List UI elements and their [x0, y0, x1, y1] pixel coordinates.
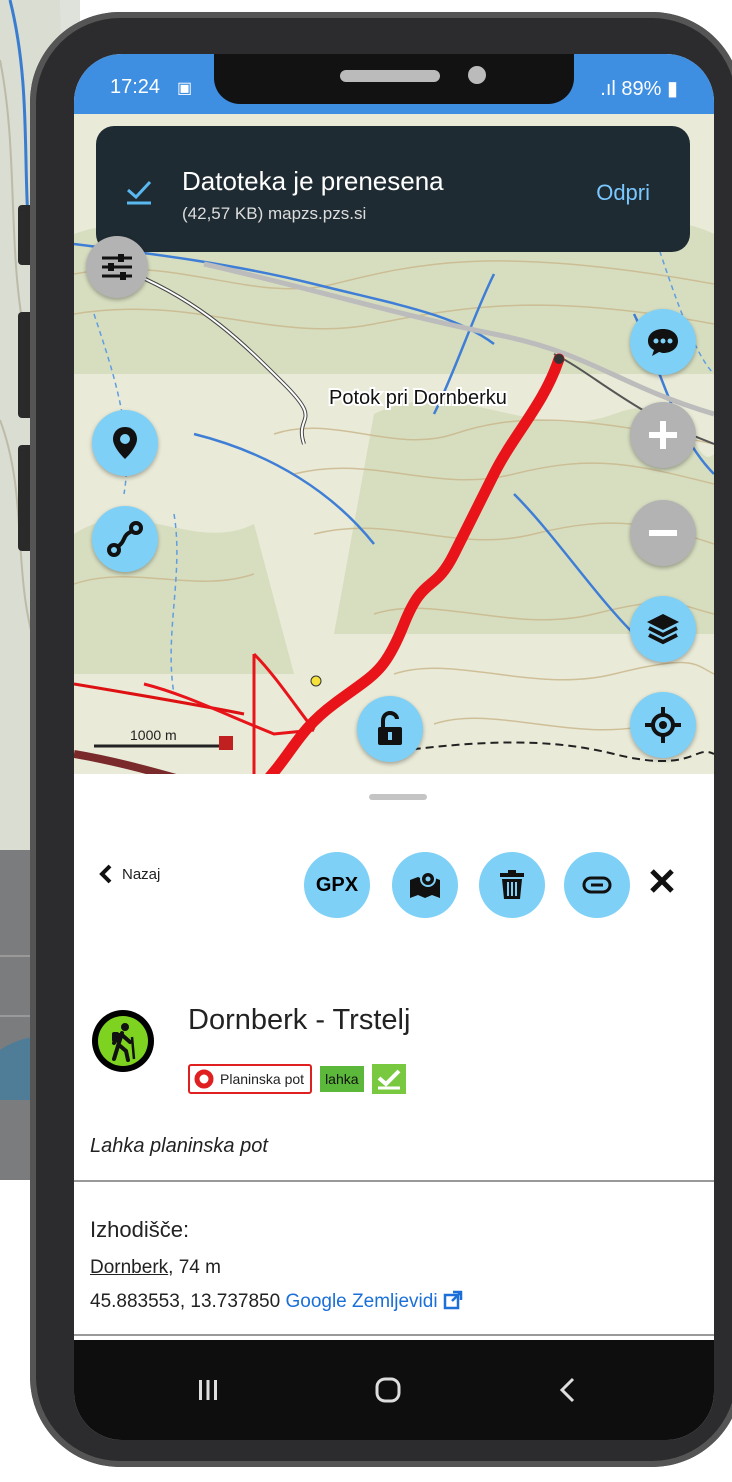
sliders-icon [102, 254, 132, 280]
trail-type-label: Planinska pot [220, 1071, 305, 1087]
trail-title: Dornberk - Trstelj [188, 1004, 411, 1036]
android-nav-bar [74, 1340, 714, 1440]
status-right: .ıl 89% ▮ [600, 76, 678, 101]
trail-marker-icon [194, 1069, 214, 1089]
hiker-icon [92, 1010, 154, 1072]
phone-screen: Potok pri Dornberku 1000 m 17:24 ▣ .ıl 8… [74, 54, 714, 1440]
camera-notch [214, 54, 574, 104]
sheet-drag-handle[interactable] [369, 794, 427, 800]
back-label: Nazaj [122, 865, 161, 883]
start-location: Dornberk, 74 m [90, 1257, 221, 1279]
back-nav-icon[interactable] [558, 1376, 576, 1404]
recent-apps-icon[interactable] [198, 1378, 218, 1402]
home-icon[interactable] [374, 1376, 402, 1404]
map-overview-button[interactable] [392, 852, 458, 918]
chat-button[interactable] [630, 309, 696, 375]
divider [74, 1180, 714, 1182]
gallery-icon: ▣ [177, 80, 193, 97]
location-pin-button[interactable] [92, 410, 158, 476]
zoom-out-button[interactable] [630, 500, 696, 566]
close-icon[interactable] [648, 867, 676, 895]
layers-button[interactable] [630, 596, 696, 662]
link-icon [582, 876, 612, 894]
start-place-link[interactable]: Dornberk [90, 1257, 169, 1278]
trail-description: Lahka planinska pot [90, 1135, 268, 1157]
back-button[interactable]: Nazaj [98, 864, 160, 884]
google-maps-label: Google Zemljevidi [285, 1291, 438, 1312]
external-link-icon [443, 1290, 463, 1310]
gpx-label: GPX [315, 873, 359, 896]
plus-icon [649, 421, 677, 449]
google-maps-link[interactable]: Google Zemljevidi [285, 1290, 463, 1312]
battery-label: 89% [621, 78, 662, 100]
difficulty-badge: lahka [320, 1066, 364, 1092]
unlock-button[interactable] [357, 696, 423, 762]
start-coordinates: 45.883553, 13.737850 Google Zemljevidi [90, 1290, 463, 1313]
layers-icon [647, 614, 679, 645]
my-location-button[interactable] [630, 692, 696, 758]
chat-bubble-icon [648, 329, 678, 356]
start-heading: Izhodišče: [90, 1217, 190, 1242]
zoom-in-button[interactable] [630, 402, 696, 468]
toast-open-button[interactable]: Odpri [596, 180, 650, 205]
minus-icon [649, 530, 677, 536]
delete-button[interactable] [479, 852, 545, 918]
verified-check-icon [371, 1064, 406, 1094]
status-bar: 17:24 ▣ .ıl 89% ▮ [74, 54, 714, 114]
battery-icon: ▮ [661, 78, 678, 100]
divider-2 [74, 1334, 714, 1336]
unlock-icon [378, 711, 402, 745]
speaker-grille [340, 70, 440, 82]
coords-value: 45.883553, 13.737850 [90, 1291, 281, 1312]
filter-button[interactable] [86, 236, 148, 298]
gpx-button[interactable]: GPX [304, 852, 370, 918]
front-camera [468, 66, 486, 84]
route-detail-sheet: Nazaj GPX Dornberk - Trstelj Planinska p… [74, 774, 714, 1340]
download-check-icon [127, 180, 152, 205]
crosshair-icon [645, 707, 681, 743]
trail-badges: Planinska pot lahka [188, 1064, 406, 1094]
chevron-left-icon [99, 864, 112, 884]
trail-type-badge: Planinska pot [188, 1064, 313, 1094]
toast-title: Datoteka je prenesena [182, 166, 444, 196]
download-toast: Datoteka je prenesena (42,57 KB) mapzs.p… [96, 126, 690, 252]
signal-icon: .ıl [600, 78, 622, 100]
share-link-button[interactable] [564, 852, 630, 918]
toast-subtitle: (42,57 KB) mapzs.pzs.si [182, 204, 367, 223]
map-marker-fold-icon [410, 871, 440, 898]
route-icon [107, 521, 143, 557]
trash-icon [500, 870, 524, 899]
map-place-label: Potok pri Dornberku [329, 387, 507, 409]
route-button[interactable] [92, 506, 158, 572]
start-altitude: , 74 m [168, 1257, 221, 1278]
map-scale-label: 1000 m [130, 727, 177, 743]
status-time: 17:24 [110, 76, 161, 98]
map-marker-icon [113, 427, 137, 459]
